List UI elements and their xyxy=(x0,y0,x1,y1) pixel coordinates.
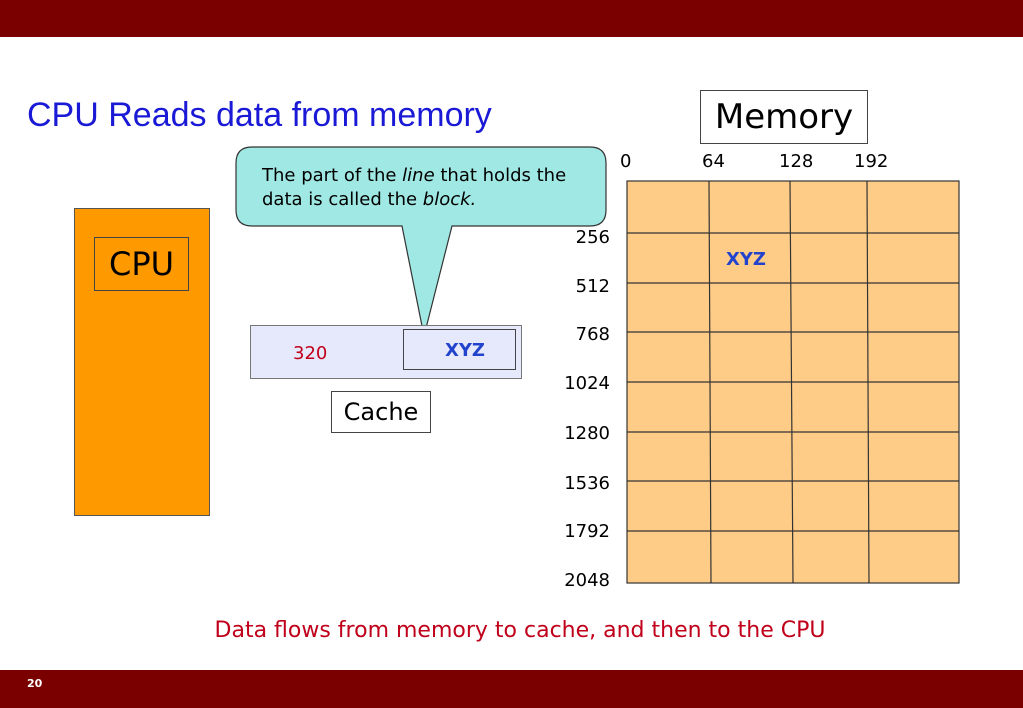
cache-tag: 320 xyxy=(293,343,328,364)
cpu-label: CPU xyxy=(94,237,189,291)
cache-block xyxy=(403,329,516,370)
memory-grid-lines xyxy=(627,180,959,584)
slide-title: CPU Reads data from memory xyxy=(27,96,492,134)
column-offset: 64 xyxy=(702,151,725,172)
memory-cell-data: XYZ xyxy=(726,249,766,270)
callout-text: The part of the line that holds the data… xyxy=(262,165,567,210)
column-offset: 0 xyxy=(620,151,632,172)
page-number: 20 xyxy=(27,677,43,690)
callout-shape xyxy=(235,146,607,337)
row-address: 512 xyxy=(575,276,610,297)
row-address: 1792 xyxy=(564,521,610,542)
column-offset: 192 xyxy=(854,151,889,172)
top-bar xyxy=(0,0,1023,37)
slide-caption: Data flows from memory to cache, and the… xyxy=(214,618,826,643)
row-address: 1280 xyxy=(564,423,610,444)
column-offset: 128 xyxy=(779,151,814,172)
row-address: 256 xyxy=(575,227,610,248)
row-address: 2048 xyxy=(564,570,610,591)
bottom-bar xyxy=(0,670,1023,708)
cpu-box xyxy=(74,208,210,516)
memory-label: Memory xyxy=(700,90,868,144)
row-address: 768 xyxy=(575,324,610,345)
row-address: 1024 xyxy=(564,373,610,394)
cache-label: Cache xyxy=(331,391,431,433)
cache-line xyxy=(250,325,522,379)
cache-block-data: XYZ xyxy=(445,340,485,361)
row-address: 1536 xyxy=(564,473,610,494)
